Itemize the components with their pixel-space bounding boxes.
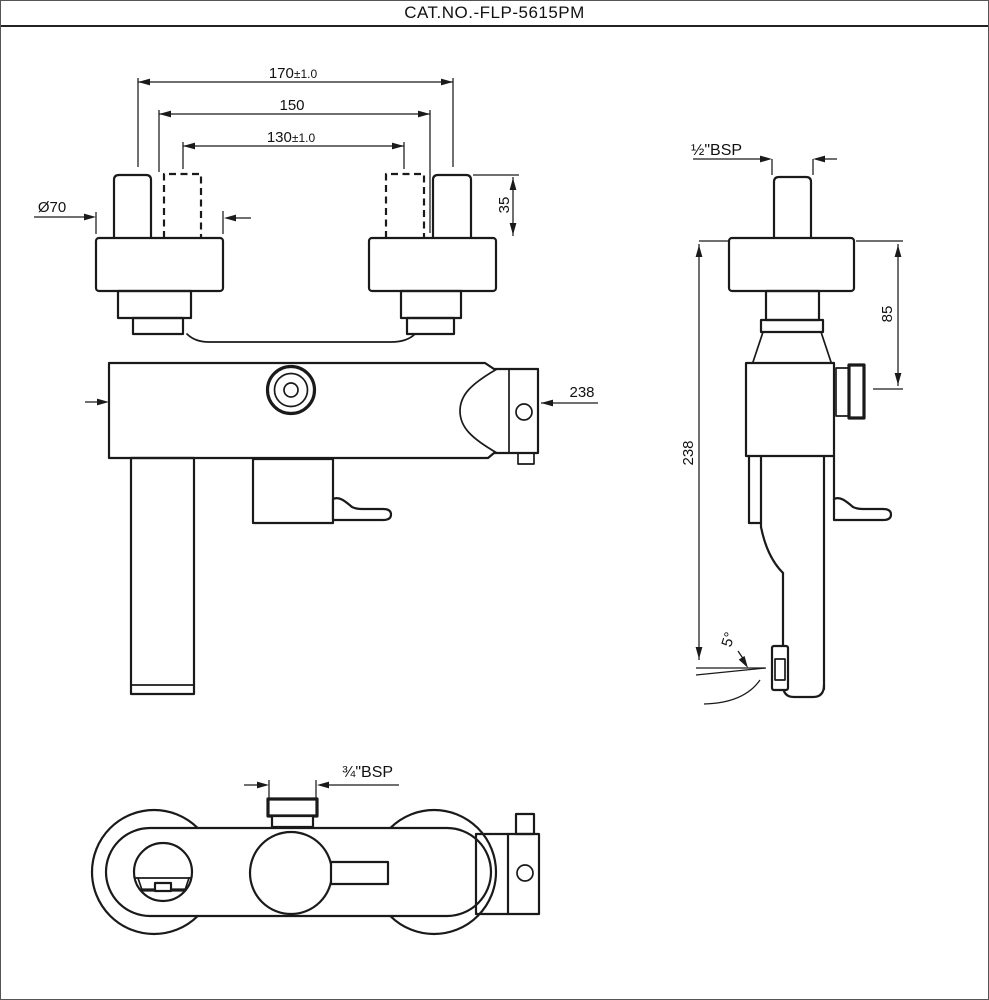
catalog-number: CAT.NO.-FLP-5615PM <box>404 3 585 22</box>
spout-front <box>129 456 196 696</box>
dim-170-label: 170±1.0 <box>269 65 318 82</box>
inlet-pipe-left <box>112 173 153 240</box>
side-flare-right <box>820 331 832 363</box>
dim-dia70-label: Ø70 <box>38 199 66 216</box>
dim-85: 85 <box>856 240 903 390</box>
side-body <box>744 361 866 458</box>
aerator-slot <box>153 881 173 893</box>
spout-bottom-detail <box>132 841 194 903</box>
side-body-outline <box>744 361 836 458</box>
dim-three-quarter-bsp: ¾"BSP <box>244 764 399 798</box>
spout-aerator-housing <box>770 644 790 692</box>
dim-238-front-label: 238 <box>569 384 594 401</box>
diverter-tab-bottom <box>514 812 536 836</box>
spout-bottom <box>781 683 826 699</box>
diverter-screw-bottom <box>516 864 534 882</box>
side-flange <box>727 236 856 293</box>
bottom-body <box>104 826 493 918</box>
connector-right-neck <box>405 316 456 336</box>
spout-taper <box>759 525 785 575</box>
inlet-pipe-right-hidden <box>384 172 426 238</box>
handle-bottom-detail <box>248 830 390 916</box>
handle-lever-bottom <box>329 860 390 886</box>
spout-aerator-insert <box>774 658 786 681</box>
spout-outlet-circle <box>132 841 194 903</box>
dim-238-front: 238 <box>85 384 598 407</box>
dim-half-bsp: ½"BSP <box>691 142 837 175</box>
diverter-bottom-detail <box>474 812 541 916</box>
handle-lever-side <box>832 497 893 522</box>
dim-5deg: 5° <box>695 630 767 705</box>
dim-130: 130±1.0 <box>182 129 405 169</box>
handle-lever <box>331 497 393 522</box>
inlet-pipe-left-hidden <box>162 172 203 238</box>
side-view: ½"BSP <box>680 142 903 705</box>
outlet-thread-top <box>266 797 319 818</box>
connector-right <box>399 289 463 320</box>
connector-left-neck <box>131 316 185 336</box>
angle-arc <box>703 679 761 705</box>
dim-35: 35 <box>473 174 519 236</box>
side-connector <box>764 289 821 322</box>
spout-side <box>747 454 893 699</box>
temperature-dial-inner <box>283 382 299 398</box>
inlet-pipe-right <box>431 173 473 240</box>
side-inlet <box>727 175 856 363</box>
body-end-curve <box>459 368 498 454</box>
dim-238-side-label: 238 <box>680 440 697 465</box>
side-inlet-pipe <box>772 175 813 240</box>
connector-left <box>116 289 193 320</box>
shower-outlet <box>266 797 319 829</box>
dim-170: 170±1.0 <box>137 65 454 167</box>
dim-150-label: 150 <box>279 97 304 114</box>
dim-dia70: Ø70 <box>34 199 251 234</box>
title-block: CAT.NO.-FLP-5615PM <box>1 1 988 27</box>
diverter-knob-cap <box>847 363 866 420</box>
side-flare-left <box>752 331 764 363</box>
dim-half-bsp-label: ½"BSP <box>691 142 742 159</box>
temperature-dial-mid <box>273 372 309 408</box>
dim-130-label: 130±1.0 <box>267 129 316 146</box>
wall-flanges <box>94 236 498 336</box>
dim-238-side: 238 <box>680 240 765 669</box>
front-view: 170±1.0 150 130±1.0 <box>34 65 598 696</box>
dim-three-quarter-bsp-label: ¾"BSP <box>342 764 393 781</box>
dim-35-label: 35 <box>496 197 513 214</box>
dim-5deg-label: 5° <box>718 630 739 649</box>
diverter-tab <box>517 452 535 465</box>
cartridge-and-handle-front <box>251 457 393 525</box>
side-connector-neck <box>759 318 825 334</box>
spout-tube <box>129 456 196 696</box>
body-shoulder-line <box>186 333 416 343</box>
flange-right <box>367 236 498 293</box>
dim-85-label: 85 <box>879 306 896 323</box>
temperature-dial-outer <box>265 364 317 416</box>
diverter-screw <box>515 403 533 421</box>
cartridge-housing <box>251 457 335 525</box>
dim-150: 150 <box>158 97 431 233</box>
diverter-knob-stem <box>835 367 850 417</box>
body-outline <box>107 361 540 460</box>
mixer-body-front <box>107 333 540 465</box>
inlet-pipes <box>112 172 473 240</box>
bottom-view: ¾"BSP <box>90 764 541 936</box>
flange-left <box>94 236 225 293</box>
outlet-thread-base <box>270 814 315 829</box>
